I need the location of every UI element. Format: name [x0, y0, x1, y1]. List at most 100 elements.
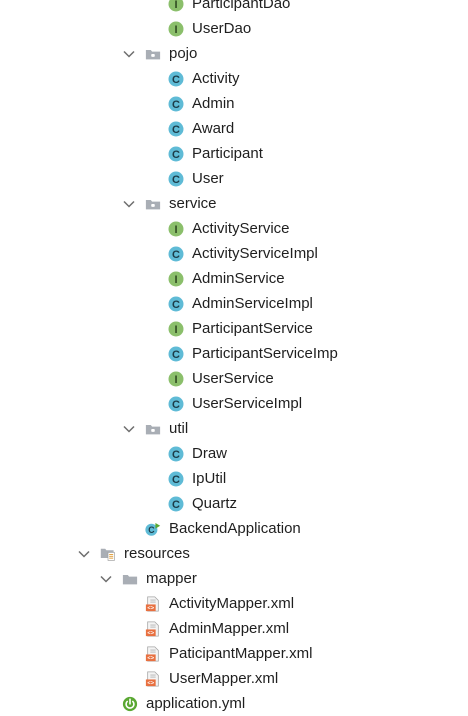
spring-config-icon	[122, 696, 138, 712]
class-icon: C	[168, 446, 184, 462]
tree-item-label: PaticipantMapper.xml	[169, 645, 313, 662]
tree-item-label: ActivityService	[192, 220, 290, 237]
tree-item-label: AdminService	[192, 270, 285, 287]
tree-item-label: AdminServiceImpl	[192, 295, 313, 312]
tree-item-label: Participant	[192, 145, 263, 162]
class-tree-item[interactable]: C ActivityServiceImpl	[168, 241, 318, 266]
tree-item-label: ParticipantDao	[192, 0, 291, 12]
svg-text:C: C	[172, 474, 180, 486]
svg-text:C: C	[172, 449, 180, 461]
xml-file-icon: <>	[145, 670, 161, 687]
xml-file-icon: <>	[145, 595, 161, 612]
tree-item-label: service	[169, 195, 217, 212]
class-icon: C	[168, 346, 184, 362]
tree-item-label: ParticipantServiceImp	[192, 345, 338, 362]
tree-item-label: pojo	[169, 45, 198, 62]
interface-tree-item[interactable]: I UserService	[168, 366, 274, 391]
svg-text:I: I	[174, 224, 177, 236]
xml-file-tree-item[interactable]: <> UserMapper.xml	[145, 666, 278, 691]
tree-item-label: ActivityServiceImpl	[192, 245, 318, 262]
svg-text:C: C	[172, 99, 180, 111]
class-icon: C	[168, 396, 184, 412]
svg-text:C: C	[172, 174, 180, 186]
xml-file-icon: <>	[145, 620, 161, 637]
package-icon	[145, 46, 161, 62]
svg-text:<>: <>	[147, 680, 154, 686]
class-tree-item[interactable]: C AdminServiceImpl	[168, 291, 313, 316]
chevron-down-icon[interactable]	[122, 47, 136, 61]
interface-icon: I	[168, 0, 184, 12]
chevron-down-icon[interactable]	[122, 422, 136, 436]
package-tree-item[interactable]: pojo	[123, 41, 198, 66]
svg-text:C: C	[148, 525, 155, 535]
resources-folder-tree-item[interactable]: resources	[78, 541, 190, 566]
interface-tree-item[interactable]: I ParticipantDao	[168, 0, 290, 16]
interface-tree-item[interactable]: I UserDao	[168, 16, 251, 41]
svg-text:<>: <>	[147, 655, 154, 661]
svg-text:C: C	[172, 124, 180, 136]
xml-file-tree-item[interactable]: <> AdminMapper.xml	[145, 616, 289, 641]
tree-item-label: UserDao	[192, 20, 252, 37]
tree-item-label: Activity	[192, 70, 240, 87]
spring-config-tree-item[interactable]: application.yml	[122, 691, 245, 716]
tree-item-label: BackendApplication	[169, 520, 301, 537]
class-tree-item[interactable]: C Award	[168, 116, 234, 141]
tree-item-label: ActivityMapper.xml	[169, 595, 295, 612]
class-icon: C	[168, 96, 184, 112]
class-icon: C	[168, 121, 184, 137]
svg-text:C: C	[172, 74, 180, 86]
class-icon: C	[168, 296, 184, 312]
tree-item-label: Admin	[192, 95, 235, 112]
class-icon: C	[168, 496, 184, 512]
svg-text:C: C	[172, 249, 180, 261]
class-tree-item[interactable]: C ParticipantServiceImp	[168, 341, 338, 366]
chevron-down-icon[interactable]	[99, 572, 113, 586]
resources-folder-icon	[100, 546, 116, 562]
tree-item-label: Award	[192, 120, 235, 137]
tree-item-label: IpUtil	[192, 470, 227, 487]
svg-text:I: I	[174, 274, 177, 286]
spring-boot-class-tree-item[interactable]: C BackendApplication	[145, 516, 301, 541]
interface-icon: I	[168, 21, 184, 37]
svg-text:C: C	[172, 299, 180, 311]
folder-tree-item[interactable]: mapper	[100, 566, 197, 591]
class-icon: C	[168, 171, 184, 187]
tree-item-label: UserMapper.xml	[169, 670, 279, 687]
tree-item-label: AdminMapper.xml	[169, 620, 290, 637]
interface-tree-item[interactable]: I AdminService	[168, 266, 285, 291]
xml-file-tree-item[interactable]: <> PaticipantMapper.xml	[145, 641, 312, 666]
package-tree-item[interactable]: util	[123, 416, 189, 441]
class-icon: C	[168, 71, 184, 87]
class-tree-item[interactable]: C Admin	[168, 91, 235, 116]
svg-text:C: C	[172, 399, 180, 411]
tree-item-label: UserService	[192, 370, 274, 387]
package-icon	[145, 196, 161, 212]
class-icon: C	[168, 246, 184, 262]
interface-icon: I	[168, 271, 184, 287]
class-tree-item[interactable]: C Draw	[168, 441, 227, 466]
class-tree-item[interactable]: C User	[168, 166, 224, 191]
tree-item-label: User	[192, 170, 224, 187]
tree-item-label: util	[169, 420, 189, 437]
xml-file-tree-item[interactable]: <> ActivityMapper.xml	[145, 591, 294, 616]
chevron-down-icon[interactable]	[77, 547, 91, 561]
class-tree-item[interactable]: C UserServiceImpl	[168, 391, 302, 416]
tree-item-label: UserServiceImpl	[192, 395, 303, 412]
package-tree-item[interactable]: service	[123, 191, 217, 216]
folder-icon	[122, 571, 138, 587]
tree-item-label: resources	[124, 545, 190, 562]
tree-item-label: Draw	[192, 445, 228, 462]
svg-text:C: C	[172, 349, 180, 361]
class-tree-item[interactable]: C IpUtil	[168, 466, 226, 491]
svg-text:I: I	[174, 324, 177, 336]
interface-tree-item[interactable]: I ActivityService	[168, 216, 290, 241]
tree-item-label: mapper	[146, 570, 197, 587]
svg-text:I: I	[174, 0, 177, 11]
chevron-down-icon[interactable]	[122, 197, 136, 211]
svg-text:I: I	[174, 374, 177, 386]
class-tree-item[interactable]: C Activity	[168, 66, 240, 91]
